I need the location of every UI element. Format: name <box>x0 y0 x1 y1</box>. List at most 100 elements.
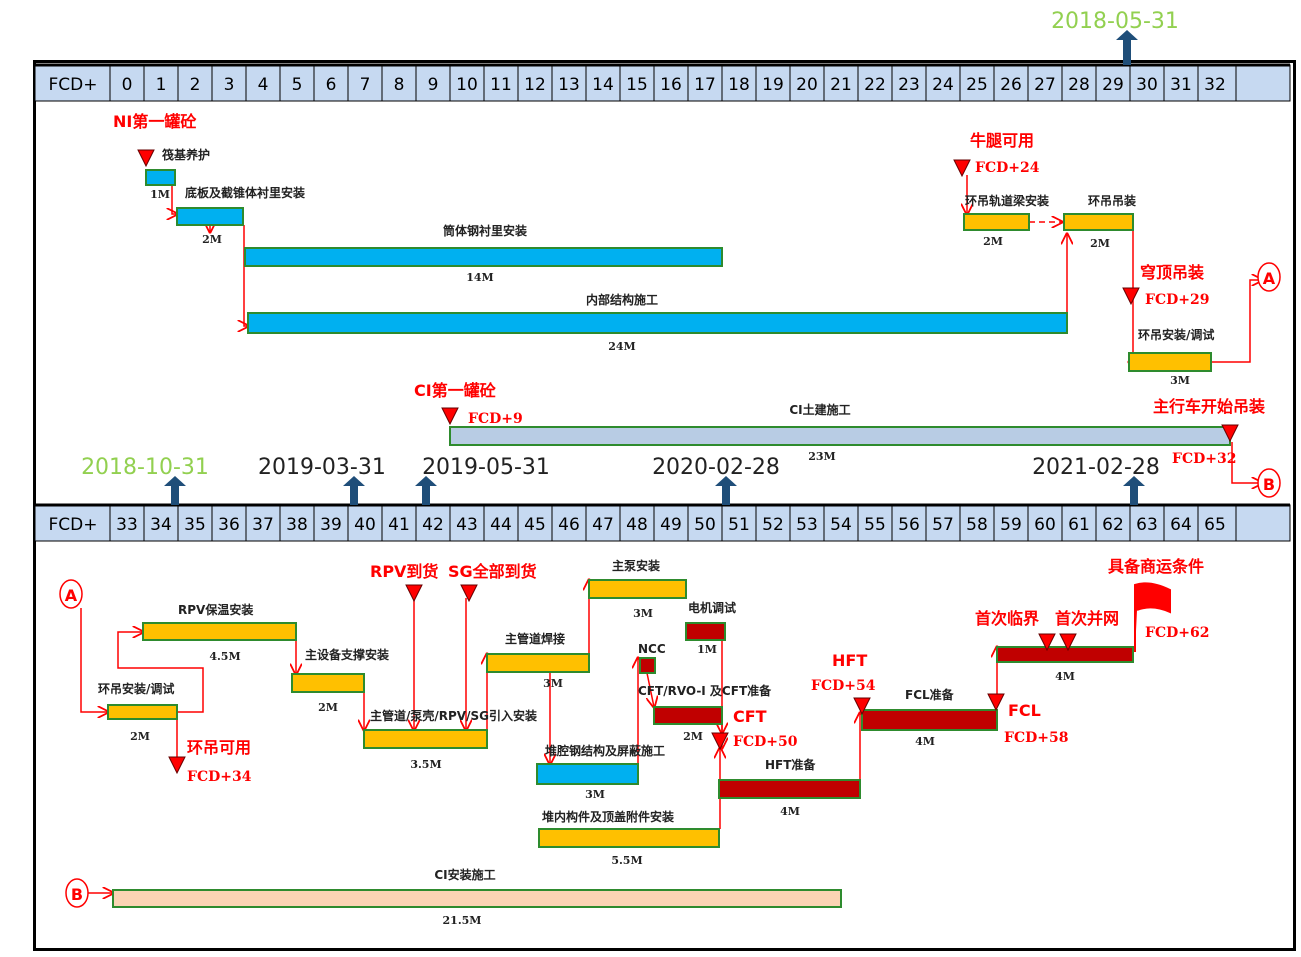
task-tasks-b15-dur: 21.5M <box>443 914 482 927</box>
month-cell: 37 <box>252 515 274 535</box>
month-cell: 33 <box>116 515 138 535</box>
task-bar-t5 <box>963 213 1030 231</box>
task-bar-b4 <box>363 729 488 749</box>
task-tasks-t8-dur: 23M <box>808 450 835 463</box>
milestones-cft: CFT <box>733 707 767 726</box>
month-cell: 39 <box>320 515 342 535</box>
month-cell: 49 <box>660 515 682 535</box>
month-cell: 3 <box>224 75 235 95</box>
month-cell: 24 <box>932 75 954 95</box>
milestones-first_grid: 首次并网 <box>1055 609 1119 628</box>
month-cell: 28 <box>1068 75 1090 95</box>
task-tasks-b12-dur: 4M <box>780 805 800 818</box>
month-cell: 36 <box>218 515 240 535</box>
milestones-commercial_ready: 具备商运条件 <box>1108 557 1204 576</box>
milestones-fcd34: FCD+34 <box>187 769 252 785</box>
task-bar-t4 <box>247 312 1068 334</box>
task-tasks-b6-dur: 3M <box>633 607 653 620</box>
milestones-polar_crane_start: 主行车开始吊装 <box>1153 397 1265 416</box>
header-label: FCD+ <box>49 75 98 95</box>
task-tasks-b9-name: CFT/RVO-I 及CFT准备 <box>638 683 772 698</box>
task-tasks-b12-name: HFT准备 <box>765 757 816 772</box>
task-bar-t8 <box>449 426 1231 446</box>
month-cell: 5 <box>292 75 303 95</box>
task-tasks-b1-dur: 2M <box>130 730 150 743</box>
task-tasks-b14-dur: 4M <box>1055 670 1075 683</box>
task-tasks-b7-dur: 1M <box>697 643 717 656</box>
month-cell: 14 <box>592 75 614 95</box>
task-tasks-b4-name: 主管道/泵壳/RPV/SG引入安装 <box>370 708 537 723</box>
task-bar-b1 <box>107 704 178 720</box>
dependency-arrow <box>244 225 248 326</box>
task-bar-b13 <box>861 709 998 731</box>
month-cell: 7 <box>360 75 371 95</box>
month-cell: 4 <box>258 75 269 95</box>
milestones-fcd29: FCD+29 <box>1145 292 1209 308</box>
dependency-arrow <box>647 672 654 707</box>
task-tasks-t2-dur: 2M <box>202 233 222 246</box>
month-cell: 44 <box>490 515 512 535</box>
milestones-ni_first_concrete: NI第一罐砼 <box>113 112 196 131</box>
month-cell: 31 <box>1170 75 1192 95</box>
task-tasks-t6-name: 环吊吊装 <box>1088 193 1136 208</box>
task-tasks-b2-name: RPV保温安装 <box>178 602 253 617</box>
milestone-triangle-icon <box>1038 633 1056 652</box>
connector-label: B <box>1263 475 1275 494</box>
connector-label: A <box>65 586 78 605</box>
month-cell: 17 <box>694 75 716 95</box>
month-cell: 41 <box>388 515 410 535</box>
month-cell: 46 <box>558 515 580 535</box>
task-tasks-t7-name: 环吊安装/调试 <box>1138 327 1214 342</box>
dependency-arrow <box>172 185 177 214</box>
task-tasks-t4-name: 内部结构施工 <box>586 292 658 307</box>
month-cell: 51 <box>728 515 750 535</box>
milestones-bracket_available: 牛腿可用 <box>970 131 1034 150</box>
date-arrow-icon <box>1116 30 1138 65</box>
milestones-fcd32: FCD+32 <box>1172 451 1236 467</box>
dates-d1: 2018-05-31 <box>1051 9 1179 34</box>
task-tasks-b11-dur: 5.5M <box>611 854 642 867</box>
month-cell: 9 <box>428 75 439 95</box>
task-bars <box>107 169 1231 908</box>
task-tasks-b8-name: NCC <box>638 642 666 656</box>
milestones-fcl: FCL <box>1008 701 1041 720</box>
date-arrow-icon <box>715 476 737 505</box>
month-cell: 55 <box>864 515 886 535</box>
month-cell: 59 <box>1000 515 1022 535</box>
month-cell: 54 <box>830 515 852 535</box>
task-tasks-t5-name: 环吊轨道梁安装 <box>965 193 1049 208</box>
month-cell: 53 <box>796 515 818 535</box>
task-tasks-b5-name: 主管道焊接 <box>505 631 565 646</box>
month-cell: 34 <box>150 515 172 535</box>
month-cell: 45 <box>524 515 546 535</box>
header-label: FCD+ <box>49 515 98 535</box>
month-cell: 57 <box>932 515 954 535</box>
milestone-triangle-icon <box>405 584 423 603</box>
connector-b-icon <box>65 878 89 908</box>
milestone-triangle-icon <box>953 159 971 178</box>
task-tasks-b5-dur: 3M <box>543 677 563 690</box>
task-bar-b14 <box>996 646 1134 663</box>
month-cell: 30 <box>1136 75 1158 95</box>
dates-d2: 2018-10-31 <box>81 455 209 480</box>
dependency-arrow <box>1231 442 1262 483</box>
dependency-arrow <box>80 608 108 712</box>
milestone-triangle-icon <box>441 407 459 426</box>
milestone-triangle-icon <box>168 756 186 775</box>
date-arrow-icon <box>1123 476 1145 505</box>
task-bar-b15 <box>112 889 842 908</box>
month-cell: 48 <box>626 515 648 535</box>
date-arrow-icon <box>415 476 437 505</box>
task-tasks-b10-dur: 3M <box>585 788 605 801</box>
milestones-first_critical: 首次临界 <box>975 609 1039 628</box>
month-cell: 21 <box>830 75 852 95</box>
connector-a-icon <box>1257 262 1281 292</box>
task-bar-b10 <box>536 763 639 785</box>
month-cell: 63 <box>1136 515 1158 535</box>
task-tasks-b9-dur: 2M <box>683 730 703 743</box>
milestones-crane_available: 环吊可用 <box>187 738 251 757</box>
dates-d5: 2020-02-28 <box>652 455 780 480</box>
month-cell: 10 <box>456 75 478 95</box>
task-bar-b7 <box>685 622 726 641</box>
